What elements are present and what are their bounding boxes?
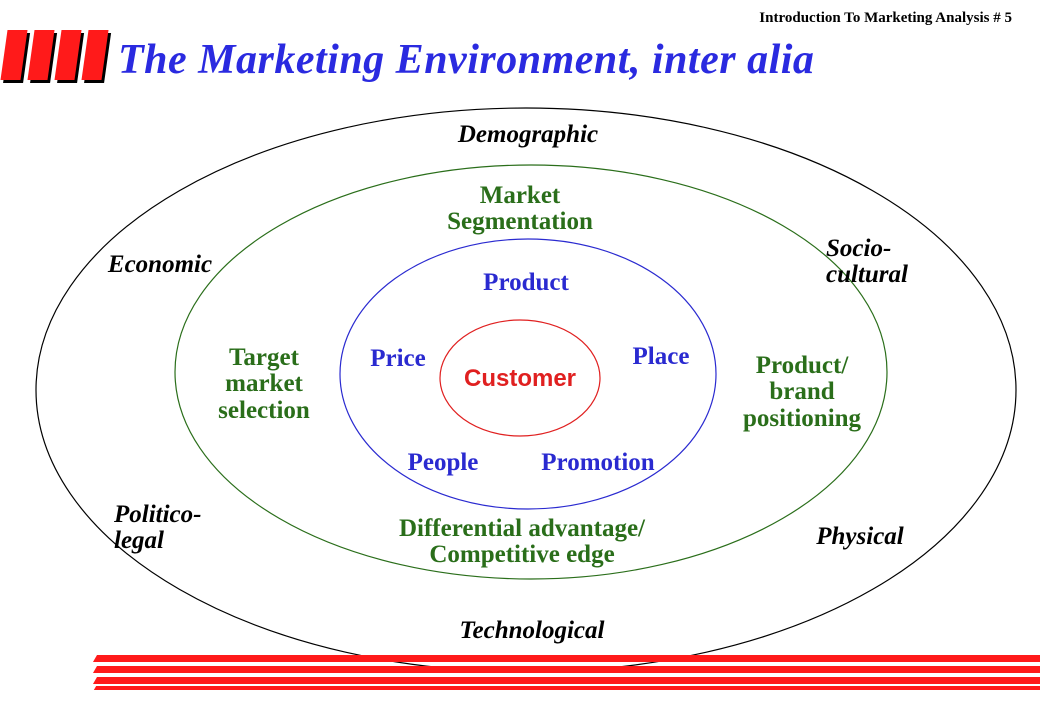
label-product-brand-positioning: Product/ brand positioning bbox=[742, 352, 862, 432]
middle-ring bbox=[174, 164, 888, 580]
page-title: The Marketing Environment, inter alia bbox=[118, 37, 815, 83]
factor-physical: Physical bbox=[816, 523, 904, 550]
mix-product: Product bbox=[483, 269, 569, 296]
mix-place: Place bbox=[632, 343, 690, 370]
factor-technological: Technological bbox=[459, 617, 605, 644]
factor-politico-legal: Politico- legal bbox=[114, 501, 202, 555]
inner-ring bbox=[339, 238, 717, 510]
factor-demographic: Demographic bbox=[457, 121, 599, 148]
core-ring bbox=[439, 319, 601, 437]
header-note: Introduction To Marketing Analysis # 5 bbox=[759, 10, 1012, 26]
footer-stripes bbox=[92, 655, 1040, 695]
core-customer: Customer bbox=[463, 365, 577, 392]
label-differential-advantage: Differential advantage/ Competitive edge bbox=[398, 515, 646, 569]
label-target-market-selection: Target market selection bbox=[218, 344, 310, 424]
mix-promotion: Promotion bbox=[541, 449, 655, 476]
mix-price: Price bbox=[370, 345, 426, 372]
factor-socio-cultural: Socio- cultural bbox=[826, 235, 908, 289]
factor-economic: Economic bbox=[107, 251, 213, 278]
label-market-segmentation: Market Segmentation bbox=[447, 182, 593, 236]
mix-people: People bbox=[407, 449, 479, 476]
